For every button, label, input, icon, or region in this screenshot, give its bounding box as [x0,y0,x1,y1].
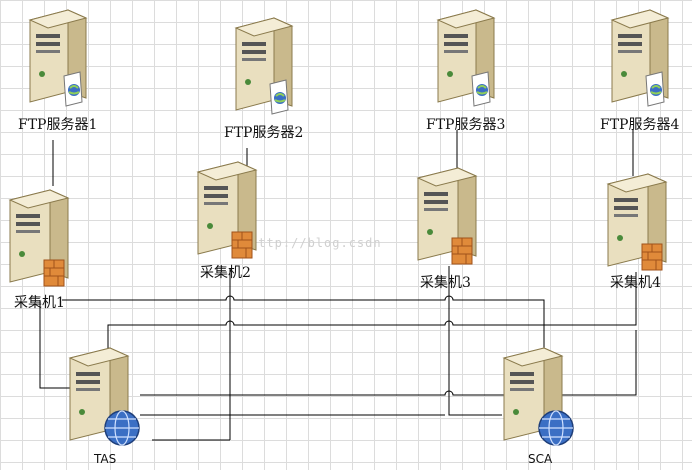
collector-1-label: 采集机1 [14,295,65,311]
collector-1[interactable] [6,186,74,290]
ftp-server-icon [610,9,670,107]
firewall-server-icon [196,161,258,259]
firewall-server-icon [8,189,70,287]
ftp-server-1[interactable] [24,6,88,110]
sca-server-label: SCA [528,452,553,466]
collector-2[interactable] [194,158,262,262]
ftp-server-icon [436,9,496,107]
firewall-server-icon [416,167,478,265]
collector-4[interactable] [604,170,672,274]
ftp-server-icon [234,17,294,115]
ftp-server-3[interactable] [432,6,496,110]
network-server-icon [502,347,574,446]
link-collector3-sca [448,266,502,416]
link-collector1-tas [39,300,70,389]
collector-3[interactable] [414,164,482,268]
firewall-server-icon [606,173,668,271]
ftp-server-3-label: FTP服务器3 [426,117,506,133]
ftp-server-1-label: FTP服务器1 [18,117,98,133]
ftp-server-4-label: FTP服务器4 [600,117,680,133]
ftp-server-2-label: FTP服务器2 [224,125,304,141]
network-server-icon [68,347,140,446]
tas-server[interactable] [66,344,146,448]
link-tas-collector4 [140,330,637,396]
ftp-server-icon [28,9,88,107]
watermark-text: http://blog.csdn [250,236,382,250]
sca-server[interactable] [500,344,580,448]
collector-4-label: 采集机4 [610,275,661,291]
collector-3-label: 采集机3 [420,275,471,291]
link-collector1-sca [62,295,545,440]
collector-2-label: 采集机2 [200,265,251,281]
ftp-server-4[interactable] [606,6,670,110]
tas-server-label: TAS [94,452,117,466]
link-collector4-tas [107,272,637,370]
ftp-server-2[interactable] [230,14,294,118]
